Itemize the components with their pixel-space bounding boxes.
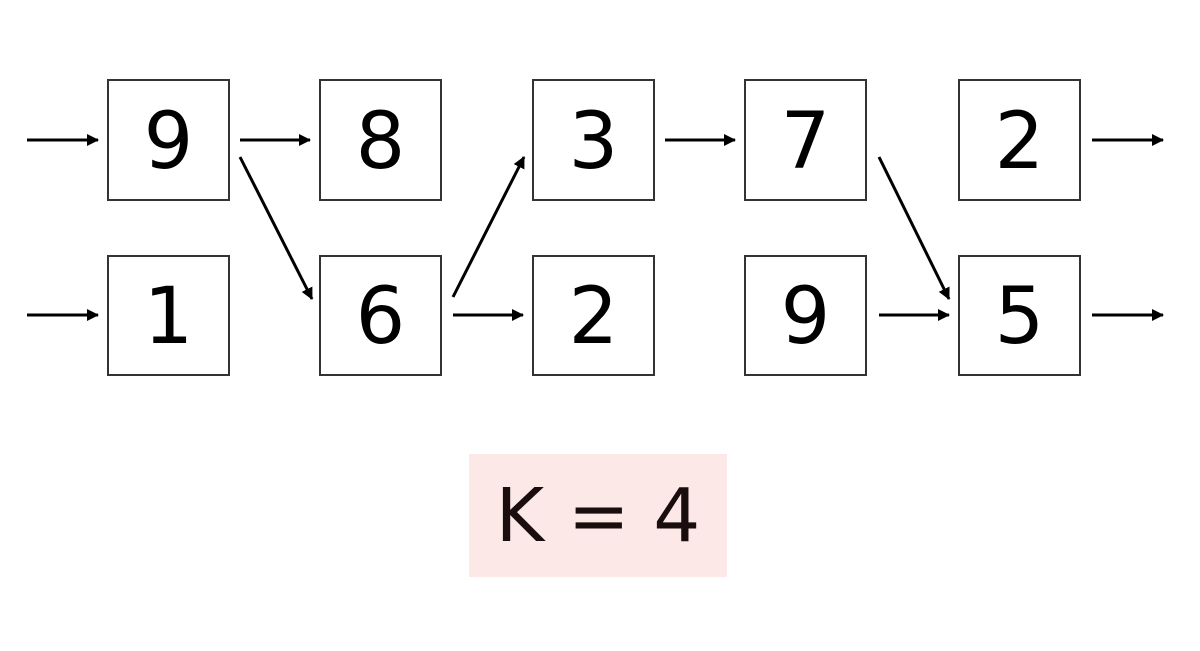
- cell-bottom-4: 9: [744, 255, 867, 376]
- cell-value: 2: [569, 272, 619, 362]
- cell-top-1: 9: [107, 79, 230, 201]
- cell-top-2: 8: [319, 79, 442, 201]
- arrows: [27, 134, 1164, 321]
- cell-bottom-1: 1: [107, 255, 230, 376]
- cell-value: 3: [569, 97, 619, 187]
- cell-value: 5: [995, 272, 1045, 362]
- cell-value: 9: [144, 97, 194, 187]
- cell-value: 8: [356, 97, 406, 187]
- parameter-k-label: K = 4: [469, 454, 727, 577]
- bottom-row: 1 6 2 9 5: [107, 255, 1081, 376]
- cell-top-3: 3: [532, 79, 655, 201]
- cell-bottom-5: 5: [958, 255, 1081, 376]
- cell-value: 7: [781, 97, 831, 187]
- cell-bottom-3: 2: [532, 255, 655, 376]
- arrow-9-to-6: [238, 156, 314, 300]
- parameter-k-text: K = 4: [495, 472, 701, 559]
- arrow-6-to-3: [451, 156, 526, 298]
- cell-bottom-2: 6: [319, 255, 442, 376]
- cell-value: 6: [356, 272, 406, 362]
- cell-value: 2: [995, 97, 1045, 187]
- arrow-7-to-5: [877, 156, 951, 300]
- cell-top-5: 2: [958, 79, 1081, 201]
- cell-top-4: 7: [744, 79, 867, 201]
- cell-value: 1: [144, 272, 194, 362]
- cell-value: 9: [781, 272, 831, 362]
- top-row: 9 8 3 7 2: [107, 79, 1081, 201]
